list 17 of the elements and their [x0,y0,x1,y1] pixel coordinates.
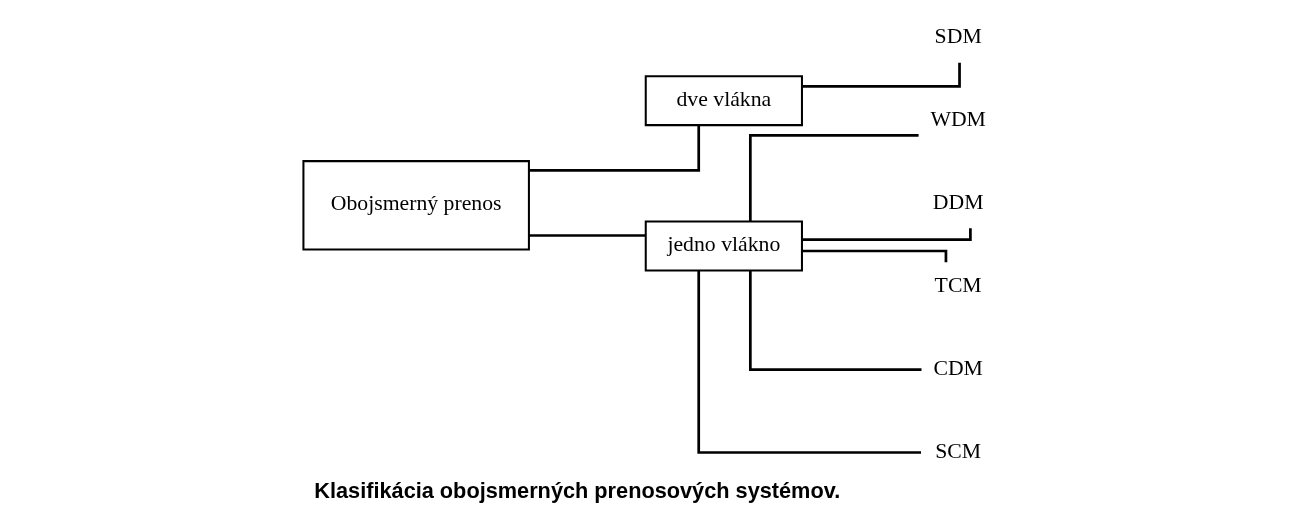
connector [529,234,646,237]
connector [802,62,961,88]
node-box: dve vlákna [644,75,803,127]
connector [529,125,701,172]
node-text: SDM [934,24,982,49]
node-box: Obojsmerný prenos [302,160,530,251]
caption: Klasifikácia obojsmerných prenosových systémov. [314,478,841,504]
node-text: WDM [930,107,986,132]
node-box: jedno vlákno [644,220,803,272]
connector [749,271,922,371]
node-text: DDM [932,190,984,215]
node-text: TCM [934,272,982,297]
connector [697,270,921,454]
connector [802,249,948,263]
node-text: CDM [933,355,983,380]
node-text: SCM [935,438,982,463]
connector [749,133,919,222]
